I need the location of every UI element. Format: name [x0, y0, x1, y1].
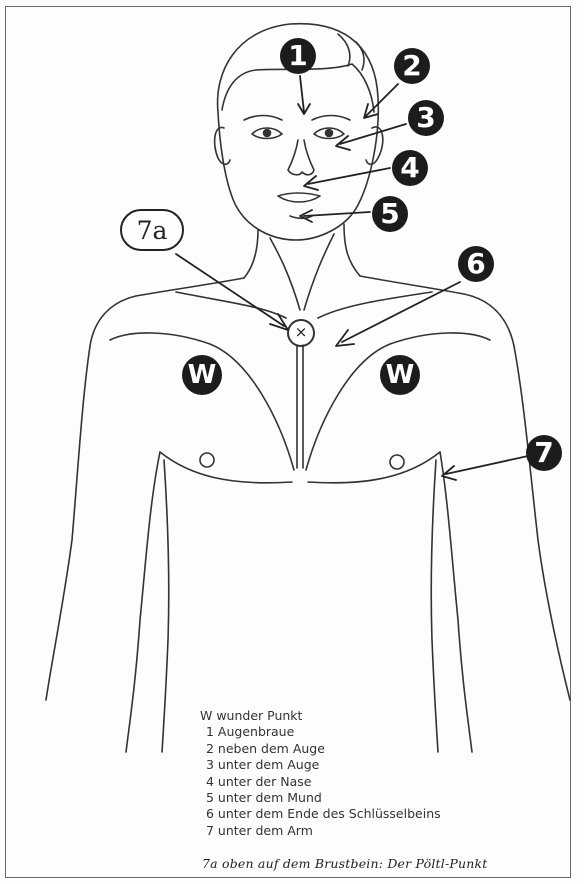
nose	[288, 140, 314, 175]
legend-item-7: 7 unter dem Arm	[200, 823, 441, 839]
marker-2-badge: 2	[394, 48, 430, 84]
left-iris	[264, 130, 271, 137]
left-arm-outer	[46, 346, 90, 700]
left-torso-side	[162, 460, 169, 752]
right-nipple	[390, 455, 404, 469]
neck-tendons	[270, 234, 334, 310]
marker-6-badge: 6	[458, 246, 494, 282]
neck-left	[244, 230, 258, 278]
marker-3-badge: 3	[408, 100, 444, 136]
legend-item-6: 6 unter dem Ende des Schlüsselbeins	[200, 806, 441, 822]
neck-right	[344, 224, 360, 276]
left-nipple	[200, 453, 214, 467]
arrow-6	[336, 282, 460, 346]
arrow-7a	[176, 254, 288, 330]
arrow-1	[298, 76, 310, 114]
right-iris	[326, 130, 333, 137]
right-arm-outer	[514, 346, 570, 700]
marker-7-badge: 7	[526, 435, 562, 471]
left-arm-inner	[126, 452, 160, 752]
arrow-3	[336, 124, 406, 150]
legend-item-3: 3 unter dem Auge	[200, 757, 441, 773]
marker-1-badge: 1	[280, 38, 316, 74]
legend-item-2: 2 neben dem Auge	[200, 741, 441, 757]
legend-item-4: 4 unter der Nase	[200, 774, 441, 790]
marker-5-badge: 5	[372, 196, 408, 232]
left-clavicle	[176, 292, 286, 318]
marker-w-right-badge: W	[380, 355, 420, 395]
legend: W wunder Punkt 1 Augenbraue 2 neben dem …	[200, 708, 441, 839]
legend-item-1: 1 Augenbraue	[200, 724, 441, 740]
arrow-4	[304, 168, 390, 190]
point-7a-mark: ×	[294, 323, 308, 341]
right-shoulder-line	[360, 276, 514, 346]
legend-w: W wunder Punkt	[200, 708, 441, 724]
arrow-5	[300, 210, 370, 222]
handwritten-note-7a: 7a oben auf dem Brustbein: Der Pöltl-Pun…	[202, 856, 488, 871]
legend-item-5: 5 unter dem Mund	[200, 790, 441, 806]
left-shoulder-line	[90, 278, 244, 346]
arrow-7	[442, 456, 528, 480]
sternum-line	[297, 345, 303, 468]
marker-4-badge: 4	[392, 150, 428, 186]
right-arm-inner	[440, 452, 472, 752]
marker-w-left-badge: W	[182, 355, 222, 395]
label-7a: 7a	[120, 209, 184, 251]
left-eyebrow	[244, 116, 282, 121]
right-eyebrow	[312, 116, 350, 121]
mouth	[278, 193, 320, 202]
